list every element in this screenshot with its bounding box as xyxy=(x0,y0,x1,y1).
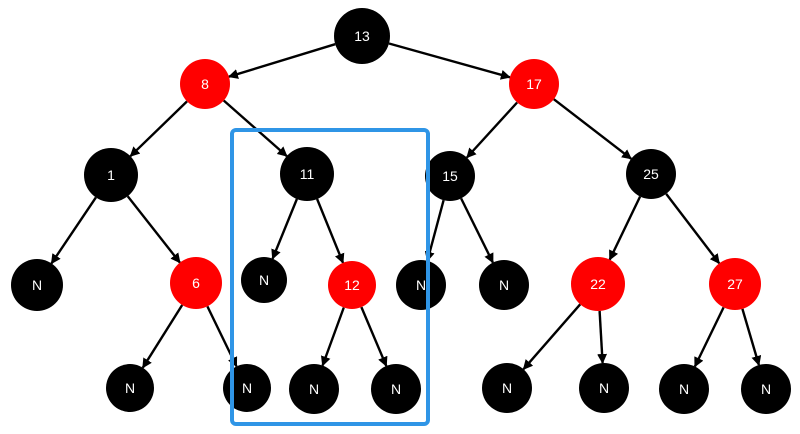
node-label: 12 xyxy=(344,277,360,293)
edge-n11-n12 xyxy=(315,198,345,264)
node-circle xyxy=(571,257,625,311)
tree-node-nil12b: N xyxy=(371,364,421,414)
edge-n22-nil22a xyxy=(522,303,582,370)
tree-node-nil1a: N xyxy=(11,259,63,311)
tree-node-n1: 1 xyxy=(84,148,138,202)
node-label: 8 xyxy=(201,76,209,92)
tree-node-n17: 17 xyxy=(509,59,559,109)
node-circle xyxy=(659,364,709,414)
node-label: N xyxy=(679,381,689,397)
node-label: N xyxy=(32,277,42,293)
edge-n15-nil15a xyxy=(424,199,445,262)
edges-layer xyxy=(50,42,762,370)
edge-n1-nil1a xyxy=(50,196,97,265)
node-circle xyxy=(11,259,63,311)
node-label: N xyxy=(242,380,252,396)
edge-n25-n22 xyxy=(608,195,642,261)
tree-node-nil15a: N xyxy=(396,260,446,310)
node-circle xyxy=(106,364,154,412)
node-label: N xyxy=(599,380,609,396)
node-label: N xyxy=(309,381,319,397)
edge-n1-n6 xyxy=(126,195,181,264)
node-circle xyxy=(579,363,629,413)
tree-node-nil22b: N xyxy=(579,363,629,413)
edge-n17-n15 xyxy=(466,101,518,159)
edge-n13-n17 xyxy=(388,42,511,80)
edge-n15-nil15b xyxy=(460,197,494,264)
tree-node-n6: 6 xyxy=(170,257,222,309)
edge-n17-n25 xyxy=(553,98,632,160)
edge-n8-n1 xyxy=(129,100,188,158)
tree-node-n12: 12 xyxy=(328,261,376,309)
tree-node-nil27a: N xyxy=(659,364,709,414)
edge-n6-nil6a xyxy=(141,304,184,369)
tree-node-nil15b: N xyxy=(479,260,529,310)
node-circle xyxy=(289,364,339,414)
node-circle xyxy=(180,59,230,109)
node-circle xyxy=(223,364,271,412)
node-label: N xyxy=(502,380,512,396)
node-label: 17 xyxy=(526,76,542,92)
node-circle xyxy=(334,8,390,64)
node-label: N xyxy=(499,277,509,293)
tree-node-nil6b: N xyxy=(223,364,271,412)
tree-node-n27: 27 xyxy=(709,258,761,310)
node-label: 15 xyxy=(442,168,458,184)
node-circle xyxy=(328,261,376,309)
node-label: N xyxy=(259,272,269,288)
node-circle xyxy=(396,260,446,310)
tree-node-nil12a: N xyxy=(289,364,339,414)
node-circle xyxy=(509,59,559,109)
node-circle xyxy=(170,257,222,309)
node-label: 13 xyxy=(354,28,370,44)
node-circle xyxy=(84,148,138,202)
tree-node-n25: 25 xyxy=(626,149,676,199)
node-circle xyxy=(425,151,475,201)
edge-n22-nil22b xyxy=(597,310,608,364)
edge-n13-n8 xyxy=(227,43,336,79)
node-circle xyxy=(280,147,334,201)
edge-n27-nil27b xyxy=(741,308,762,366)
node-circle xyxy=(741,364,791,414)
tree-node-nil11a: N xyxy=(241,257,287,303)
tree-node-nil6a: N xyxy=(106,364,154,412)
node-circle xyxy=(709,258,761,310)
node-circle xyxy=(482,363,532,413)
tree-node-n8: 8 xyxy=(180,59,230,109)
node-label: N xyxy=(391,381,401,397)
node-label: 11 xyxy=(300,166,315,182)
tree-node-n11: 11 xyxy=(280,147,334,201)
tree-node-n22: 22 xyxy=(571,257,625,311)
node-label: N xyxy=(125,380,135,396)
node-label: N xyxy=(416,277,426,293)
highlight-box xyxy=(230,128,430,426)
node-circle xyxy=(371,364,421,414)
edge-n12-nil12a xyxy=(320,307,345,367)
tree-node-n13: 13 xyxy=(334,8,390,64)
tree-node-n15: 15 xyxy=(425,151,475,201)
tree-node-nil27b: N xyxy=(741,364,791,414)
node-label: 1 xyxy=(107,167,115,183)
node-label: 6 xyxy=(192,275,200,291)
edge-n12-nil12b xyxy=(360,306,388,367)
node-circle xyxy=(626,149,676,199)
edge-n27-nil27a xyxy=(693,306,725,368)
node-label: 27 xyxy=(727,276,743,292)
node-label: N xyxy=(761,381,771,397)
node-label: 25 xyxy=(643,166,659,182)
node-circle xyxy=(241,257,287,303)
tree-node-nil22a: N xyxy=(482,363,532,413)
edge-n25-n27 xyxy=(665,193,721,265)
node-label: 22 xyxy=(590,276,606,292)
node-circle xyxy=(479,260,529,310)
edge-n11-nil11a xyxy=(271,198,299,260)
